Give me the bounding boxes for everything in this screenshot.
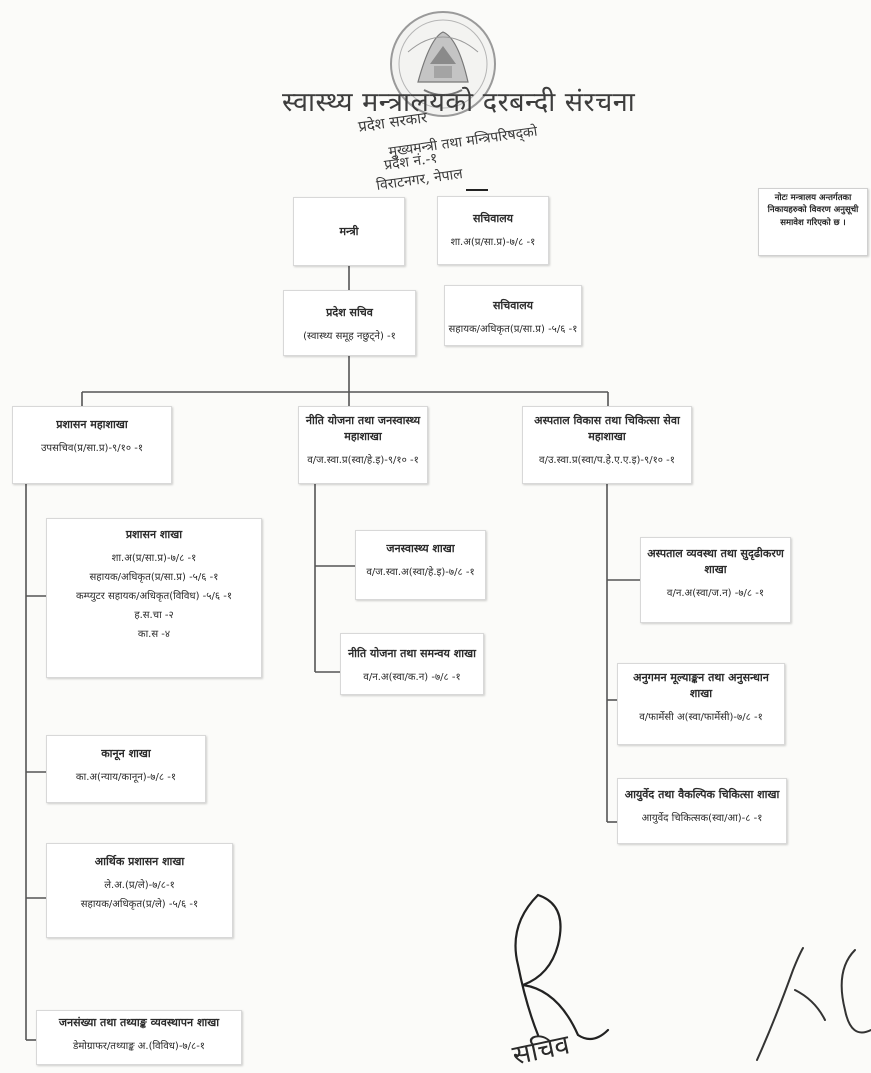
minister-label: मन्त्री [339,225,359,238]
section-hospital-mgmt-box: अस्पताल व्यवस्था तथा सुदृढीकरण शाखा व/न.… [640,537,791,623]
section-legal-box: कानून शाखा का.अ(न्याय/कानून)-७/८ -१ [46,735,206,803]
secretary-line: (स्वास्थ्य समूह नछुट्ने) -१ [303,330,396,342]
note-box: नोटः मन्त्रालय अन्तर्गतका निकायहरुको विव… [758,188,868,256]
minister-box: मन्त्री [293,197,405,266]
section-population-line: डेमोग्राफर/तथ्याङ्क अ.(विविध)-७/८-१ [72,1040,206,1052]
section-population-box: जनसंख्या तथा तथ्याङ्क व्यवस्थापन शाखा डे… [36,1010,242,1065]
division-admin-title: प्रशासन महाशाखा [56,418,128,431]
section-legal-line: का.अ(न्याय/कानून)-७/८ -१ [75,771,177,783]
page-title: स्वास्थ्य मन्त्रालयको दरबन्दी संरचना [282,87,636,118]
section-admin-line: कम्प्युटर सहायक/अधिकृत(विविध) -५/६ -१ [75,590,233,602]
secretary-secretariat-line: सहायक/अधिकृत(प्र/सा.प्र) -५/६ -१ [448,323,578,335]
section-population-title: जनसंख्या तथा तथ्याङ्क व्यवस्थापन शाखा [58,1016,220,1029]
section-policy-line: व/न.अ(स्वा/क.न) -७/८ -१ [363,671,461,683]
secretary-secretariat-title: सचिवालय [492,299,534,312]
section-finance-box: आर्थिक प्रशासन शाखा ले.अ.(प्र/ले)-७/८-१ … [46,843,233,938]
section-hospital-mgmt-title: अस्पताल व्यवस्था तथा सुदृढीकरण शाखा [647,547,784,576]
minister-secretariat-box: सचिवालय शा.अ(प्र/सा.प्र)-७/८ -१ [437,196,549,265]
division-hospital-box: अस्पताल विकास तथा चिकित्सा सेवा महाशाखा … [522,406,692,484]
nepal-emblem-seal [390,11,496,117]
secretary-box: प्रदेश सचिव (स्वास्थ्य समूह नछुट्ने) -१ [283,290,416,356]
division-policy-title: नीति योजना तथा जनस्वास्थ्य महाशाखा [305,414,421,443]
section-monitoring-box: अनुगमन मूल्याङ्कन तथा अनुसन्धान शाखा व/फ… [617,663,785,745]
secretary-title: प्रदेश सचिव [326,306,373,319]
section-monitoring-line: व/फार्मेसी अ(स्वा/फार्मेसी)-७/८ -१ [639,711,763,723]
section-admin-title: प्रशासन शाखा [125,528,183,541]
section-admin-line: सहायक/अधिकृत(प्र/सा.प्र) -५/६ -१ [89,571,219,583]
division-policy-line: व/ज.स्वा.प्र(स्वा/हे.इ)-९/१० -१ [307,454,419,466]
division-policy-box: नीति योजना तथा जनस्वास्थ्य महाशाखा व/ज.स… [298,406,428,484]
section-ayurveda-title: आयुर्वेद तथा वैकल्पिक चिकित्सा शाखा [624,788,780,801]
secretary-signature [514,893,610,1041]
section-legal-title: कानून शाखा [101,747,151,760]
secretary-secretariat-box: सचिवालय सहायक/अधिकृत(प्र/सा.प्र) -५/६ -१ [444,285,582,346]
section-finance-title: आर्थिक प्रशासन शाखा [94,855,185,868]
section-public-health-title: जनस्वास्थ्य शाखा [386,542,455,555]
section-ayurveda-line: आयुर्वेद चिकित्सक(स्वा/आ)-८ -१ [641,812,763,824]
section-public-health-line: व/ज.स्वा.अ(स्वा/हे.इ)-७/८ -१ [366,566,475,578]
division-hospital-title: अस्पताल विकास तथा चिकित्सा सेवा महाशाखा [534,414,680,443]
division-admin-line: उपसचिव(प्र/सा.प्र)-९/१० -१ [40,442,144,454]
section-policy-title: नीति योजना तथा समन्वय शाखा [348,647,476,660]
section-admin-line: ह.स.चा -२ [134,609,174,621]
section-admin-line: का.स -४ [137,628,171,640]
minister-secretariat-title: सचिवालय [472,212,514,225]
section-admin-line: शा.अ(प्र/सा.प्र)-७/८ -१ [111,552,197,564]
section-hospital-mgmt-line: व/न.अ(स्वा/ज.न) -७/८ -१ [666,587,765,599]
division-hospital-line: व/उ.स्वा.प्र(स्वा/प.हे.ए.ए.इ)-९/१० -१ [539,454,675,466]
section-ayurveda-box: आयुर्वेद तथा वैकल्पिक चिकित्सा शाखा आयुर… [617,778,787,844]
second-signature [756,947,871,1061]
section-admin-box: प्रशासन शाखा शा.अ(प्र/सा.प्र)-७/८ -१ सहा… [46,518,262,678]
section-monitoring-title: अनुगमन मूल्याङ्कन तथा अनुसन्धान शाखा [633,671,769,700]
section-finance-line: सहायक/अधिकृत(प्र/ले) -५/६ -१ [80,898,199,910]
division-admin-box: प्रशासन महाशाखा उपसचिव(प्र/सा.प्र)-९/१० … [12,406,172,484]
section-finance-line: ले.अ.(प्र/ले)-७/८-१ [104,879,175,891]
section-public-health-box: जनस्वास्थ्य शाखा व/ज.स्वा.अ(स्वा/हे.इ)-७… [355,530,486,600]
section-policy-box: नीति योजना तथा समन्वय शाखा व/न.अ(स्वा/क.… [340,633,484,695]
minister-secretariat-line: शा.अ(प्र/सा.प्र)-७/८ -१ [450,236,536,248]
